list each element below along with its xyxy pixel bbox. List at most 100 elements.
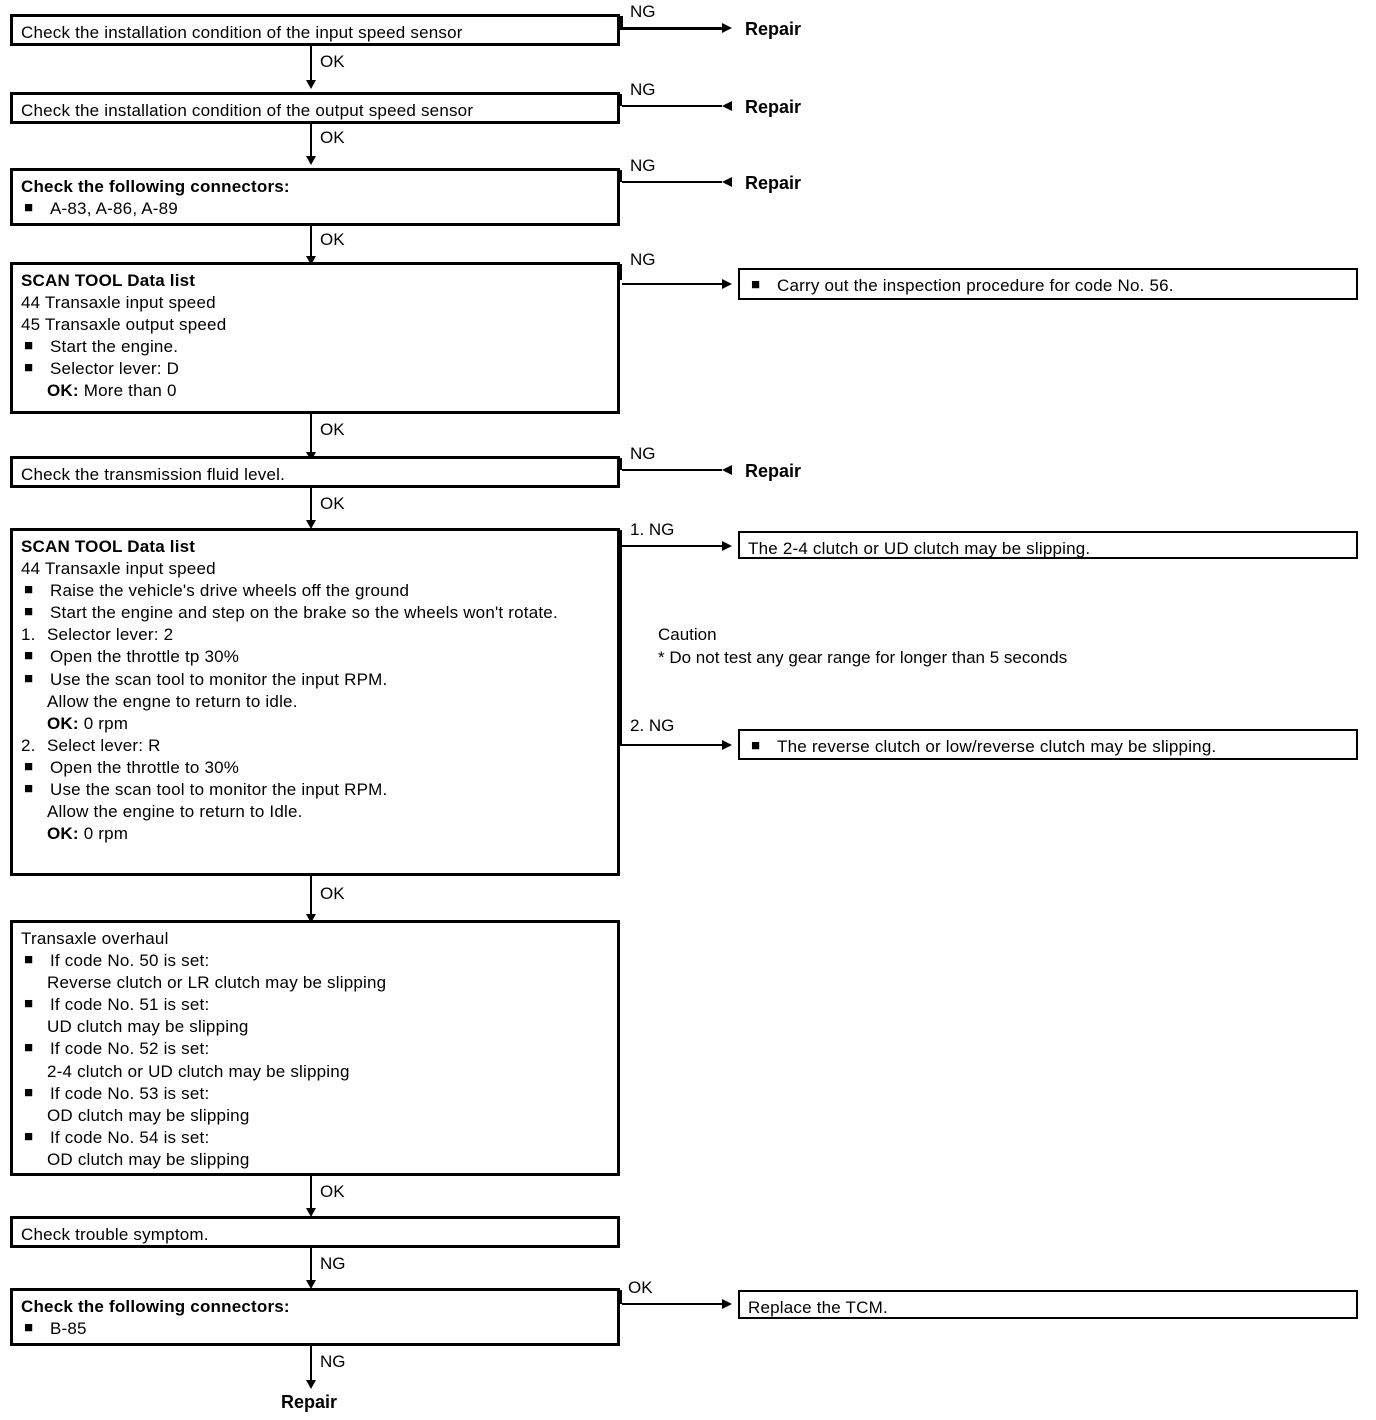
step6-branch1-line xyxy=(622,545,726,547)
step4-item: ■ Selector lever: D xyxy=(21,358,609,380)
bullet-icon: ■ xyxy=(24,581,34,599)
step5-repair-terminal: Repair xyxy=(745,461,802,481)
step9-ng-line xyxy=(310,1346,312,1386)
step-box-check-fluid-level: Check the transmission fluid level. xyxy=(10,456,620,488)
step9-ok-label: OK xyxy=(628,1278,653,1297)
step7-title: Transaxle overhaul xyxy=(21,929,169,948)
step6-proc2-cont: Allow the engine to return to Idle. xyxy=(47,802,303,822)
step4-item: ■ Start the engine. xyxy=(21,336,609,358)
step6-title: SCAN TOOL Data list xyxy=(21,537,196,556)
step6-proc1-head: 1. Selector lever: 2 xyxy=(21,624,609,646)
step6-branch1-label: 1. NG xyxy=(630,520,675,539)
step5-ng-stem xyxy=(620,458,622,470)
step1-text: Check the installation condition of the … xyxy=(21,23,463,42)
step6-proc2-ok-value: 0 rpm xyxy=(83,824,129,844)
step3-title: Check the following connectors: xyxy=(21,177,290,196)
step3-ng-arrowhead xyxy=(722,177,732,187)
step6-proc2-ok: OK: 0 rpm xyxy=(21,823,609,845)
bullet-icon: ■ xyxy=(24,647,34,665)
bullet-icon: ■ xyxy=(24,1127,34,1145)
step7-ok-line xyxy=(310,1176,312,1214)
caution-heading: Caution xyxy=(658,625,717,644)
step6-ok-line xyxy=(310,876,312,920)
branch1-text: The 2-4 clutch or UD clutch may be slipp… xyxy=(748,539,1091,558)
branch2-item: ■ The reverse clutch or low/reverse clut… xyxy=(748,736,1348,758)
step2-ng-label: NG xyxy=(630,80,656,99)
step6-proc2-item: ■ Use the scan tool to monitor the input… xyxy=(21,779,609,801)
overhaul-entry: ■ If code No. 54 is set: xyxy=(21,1127,609,1149)
step6-ok-arrowhead xyxy=(306,914,316,923)
bullet-icon: ■ xyxy=(24,669,34,687)
step6-branch-rail xyxy=(620,530,622,746)
bullet-icon: ■ xyxy=(24,1319,34,1337)
branch-box-reverse-clutch: ■ The reverse clutch or low/reverse clut… xyxy=(738,729,1358,760)
step4-ng-line xyxy=(622,283,726,285)
step6-branch2-label: 2. NG xyxy=(630,716,675,735)
step6-proc2-head: 2. Select lever: R xyxy=(21,735,609,757)
step-box-transaxle-overhaul: Transaxle overhaul ■ If code No. 50 is s… xyxy=(10,920,620,1176)
overhaul-result: 2-4 clutch or UD clutch may be slipping xyxy=(47,1061,350,1081)
step8-ng-arrowhead xyxy=(306,1280,316,1289)
step4-ng-label: NG xyxy=(630,250,656,269)
code56-item-text: Carry out the inspection procedure for c… xyxy=(777,276,1174,295)
step6-proc1-item-text: Open the throttle tp 30% xyxy=(50,647,240,667)
step3-ng-line xyxy=(622,181,722,183)
step6-pre-item-text: Start the engine and step on the brake s… xyxy=(50,603,558,623)
branch-box-24-ud-clutch: The 2-4 clutch or UD clutch may be slipp… xyxy=(738,531,1358,559)
step4-data-line-45: 45 Transaxle output speed xyxy=(21,315,227,335)
step6-proc2-item-text: Open the throttle to 30% xyxy=(50,757,240,777)
step2-ng-arrowhead xyxy=(722,101,732,111)
step6-proc1-ok: OK: 0 rpm xyxy=(21,713,609,735)
step2-repair-terminal: Repair xyxy=(745,97,802,117)
overhaul-condition: If code No. 50 is set: xyxy=(50,951,210,971)
step2-ok-line xyxy=(310,124,312,160)
caution-block: Caution * Do not test any gear range for… xyxy=(658,624,1067,670)
replace-tcm-text: Replace the TCM. xyxy=(748,1298,888,1317)
step5-ng-label: NG xyxy=(630,444,656,463)
step9-title: Check the following connectors: xyxy=(21,1297,290,1316)
bullet-icon: ■ xyxy=(24,780,34,798)
step-box-check-input-speed-sensor: Check the installation condition of the … xyxy=(10,14,620,46)
overhaul-result: OD clutch may be slipping xyxy=(47,1149,250,1169)
code56-item: ■ Carry out the inspection procedure for… xyxy=(748,275,1348,297)
step6-branch2-arrowhead xyxy=(722,740,732,750)
step6-branch1-arrowhead xyxy=(722,541,732,551)
step5-text: Check the transmission fluid level. xyxy=(21,465,286,484)
step-box-check-output-speed-sensor: Check the installation condition of the … xyxy=(10,92,620,124)
step4-ok-value: More than 0 xyxy=(83,381,177,401)
bullet-icon: ■ xyxy=(751,276,761,293)
step3-item: ■ A-83, A-86, A-89 xyxy=(21,198,609,220)
step6-proc2-item-text: Use the scan tool to monitor the input R… xyxy=(50,780,388,800)
overhaul-condition: If code No. 54 is set: xyxy=(50,1127,210,1147)
step-box-check-trouble-symptom: Check trouble symptom. xyxy=(10,1216,620,1248)
step6-proc2-head-text: Select lever: R xyxy=(47,735,161,755)
step3-ng-label: NG xyxy=(630,156,656,175)
step6-data-line-44: 44 Transaxle input speed xyxy=(21,559,216,579)
overhaul-condition: If code No. 53 is set: xyxy=(50,1083,210,1103)
step4-title: SCAN TOOL Data list xyxy=(21,271,196,290)
step8-ng-label: NG xyxy=(320,1254,346,1273)
step3-item-text: A-83, A-86, A-89 xyxy=(50,199,178,219)
branch2-item-text: The reverse clutch or low/reverse clutch… xyxy=(777,737,1217,756)
step4-ok-criteria: OK: More than 0 xyxy=(21,380,609,402)
step3-ng-stem xyxy=(620,170,622,182)
overhaul-entry: ■ If code No. 50 is set: xyxy=(21,950,609,972)
step6-proc1-number: 1. xyxy=(21,625,36,645)
step6-proc1-item-text: Use the scan tool to monitor the input R… xyxy=(50,669,388,689)
step1-ok-label: OK xyxy=(320,52,345,71)
step4-item-text: Start the engine. xyxy=(50,337,179,357)
step9-item: ■ B-85 xyxy=(21,1318,609,1340)
step2-ng-line xyxy=(622,105,722,107)
step6-pre-item-text: Raise the vehicle's drive wheels off the… xyxy=(50,581,410,601)
bullet-icon: ■ xyxy=(24,1083,34,1101)
step6-proc1-item: ■ Open the throttle tp 30% xyxy=(21,646,609,668)
bullet-icon: ■ xyxy=(751,737,761,754)
step4-ok-label: OK: xyxy=(47,381,79,401)
bullet-icon: ■ xyxy=(24,757,34,775)
step8-text: Check trouble symptom. xyxy=(21,1225,209,1244)
step7-ok-label: OK xyxy=(320,1182,345,1201)
bullet-icon: ■ xyxy=(24,199,34,217)
step3-repair-terminal: Repair xyxy=(745,173,802,193)
step9-ng-label: NG xyxy=(320,1352,346,1371)
step-box-scan-tool-data-list-2: SCAN TOOL Data list 44 Transaxle input s… xyxy=(10,528,620,876)
